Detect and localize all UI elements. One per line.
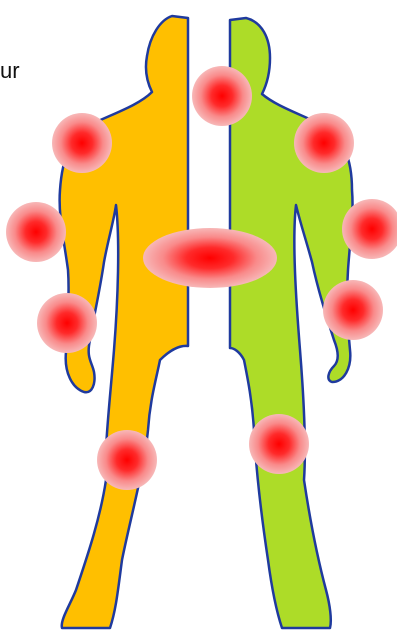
right-knee-hotspot <box>249 414 309 474</box>
right-shoulder-hotspot <box>294 113 354 173</box>
left-shoulder-hotspot <box>52 113 112 173</box>
left-elbow-hotspot <box>6 202 66 262</box>
left-wrist-hotspot <box>37 293 97 353</box>
neck-hotspot <box>192 66 252 126</box>
right-wrist-hotspot <box>323 280 383 340</box>
caption-text: ur <box>0 58 20 84</box>
lower-back-hotspot <box>143 228 277 288</box>
left-knee-hotspot <box>97 430 157 490</box>
